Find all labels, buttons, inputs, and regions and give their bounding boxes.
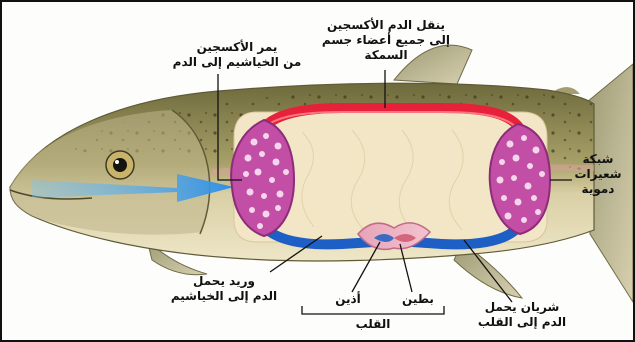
label-carry-oxygen-line3: السمكة — [302, 48, 470, 63]
label-artery-line2: الدم إلى القلب — [462, 315, 582, 330]
label-atrium: أذين — [328, 292, 368, 307]
label-capillaries-line3: دموية — [568, 182, 628, 197]
label-capillaries-line2: شعيرات — [568, 167, 628, 182]
label-artery: شريان يحمل الدم إلى القلب — [462, 300, 582, 330]
eye-pupil — [113, 158, 127, 172]
label-vein: وريد يحمل الدم إلى الخياشيم — [160, 274, 288, 304]
label-vein-line2: الدم إلى الخياشيم — [160, 289, 288, 304]
label-carry-oxygen-line1: ينقل الدم الأكسجين — [302, 18, 470, 33]
eye-highlight — [115, 160, 119, 164]
label-oxygen-to-blood-line2: من الخياشيم إلى الدم — [162, 55, 312, 70]
label-carry-oxygen: ينقل الدم الأكسجين إلى جميع أعضاء جسم ال… — [302, 18, 470, 63]
label-capillaries: شبكة شعيرات دموية — [568, 152, 628, 197]
label-oxygen-to-blood: يمر الأكسجين من الخياشيم إلى الدم — [162, 40, 312, 70]
label-capillaries-line1: شبكة — [568, 152, 628, 167]
label-oxygen-to-blood-line1: يمر الأكسجين — [162, 40, 312, 55]
label-artery-line1: شريان يحمل — [462, 300, 582, 315]
heart-bracket — [302, 306, 444, 314]
label-vein-line1: وريد يحمل — [160, 274, 288, 289]
label-carry-oxygen-line2: إلى جميع أعضاء جسم — [302, 33, 470, 48]
label-heart: القلب — [343, 317, 403, 332]
label-ventricle: بطين — [398, 292, 438, 307]
